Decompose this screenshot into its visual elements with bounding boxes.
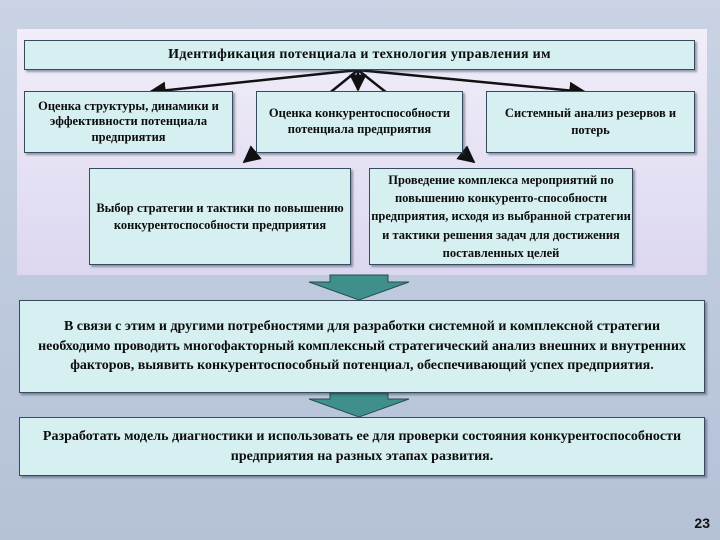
model-box: Разработать модель диагностики и использ… xyxy=(19,417,705,476)
competitiveness-evaluation-text: Оценка конкурентоспособности потенциала … xyxy=(268,106,451,136)
structure-evaluation-box: Оценка структуры, динамики и эффективнос… xyxy=(24,91,233,153)
measures-box: Проведение комплекса мероприятий по повы… xyxy=(369,168,633,265)
structure-evaluation-text: Оценка структуры, динамики и эффективнос… xyxy=(38,98,219,144)
analysis-box: В связи с этим и другими потребностями д… xyxy=(19,300,705,393)
down-arrow-1 xyxy=(308,274,410,301)
arrow-to-system xyxy=(357,68,587,100)
analysis-text: В связи с этим и другими потребностями д… xyxy=(38,319,686,374)
strategy-choice-box: Выбор стратегии и тактики по повышению к… xyxy=(89,168,351,265)
arrow-to-structure xyxy=(148,68,359,100)
model-text: Разработать модель диагностики и использ… xyxy=(42,428,682,464)
down-arrow-2 xyxy=(308,392,410,418)
competitiveness-evaluation-box: Оценка конкурентоспособности потенциала … xyxy=(256,91,463,153)
identification-title: Идентификация потенциала и технология уп… xyxy=(168,47,551,62)
page-number: 23 xyxy=(694,515,710,531)
identification-title-box: Идентификация потенциала и технология уп… xyxy=(24,40,695,70)
system-analysis-text: Системный анализ резервов и потерь xyxy=(504,106,677,137)
measures-text: Проведение комплекса мероприятий по повы… xyxy=(371,173,631,260)
strategy-choice-text: Выбор стратегии и тактики по повышению к… xyxy=(96,201,344,232)
system-analysis-box: Системный анализ резервов и потерь xyxy=(486,91,695,153)
